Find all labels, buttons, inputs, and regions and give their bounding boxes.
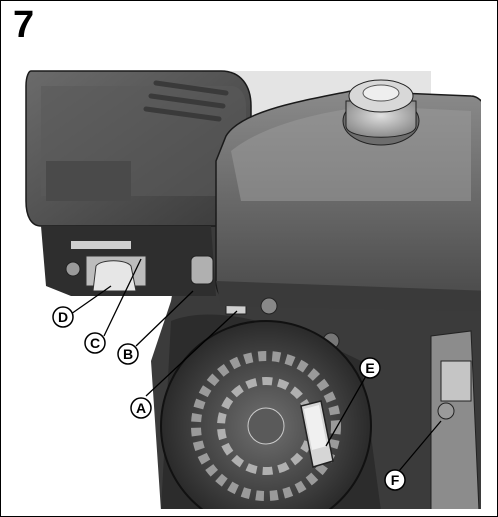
svg-text:B: B: [123, 346, 133, 362]
svg-text:A: A: [136, 400, 146, 416]
svg-text:F: F: [391, 472, 400, 488]
svg-text:C: C: [90, 335, 100, 351]
starter-handle: [300, 400, 334, 468]
callout-a: A: [130, 397, 152, 419]
callout-f: F: [384, 469, 406, 491]
callout-d: D: [52, 306, 74, 328]
svg-text:E: E: [365, 360, 374, 376]
callout-b: B: [117, 343, 139, 365]
callout-c: C: [84, 332, 106, 354]
callout-e: E: [359, 357, 381, 379]
figure-number: 7: [13, 4, 35, 46]
side-bracket: [430, 330, 480, 509]
callout-leaders: [70, 258, 442, 472]
engine-illustration: A B C D E F: [25, 70, 481, 509]
air-filter-cover: [25, 70, 252, 227]
svg-text:D: D: [58, 309, 68, 325]
fuel-cap: [342, 79, 420, 146]
